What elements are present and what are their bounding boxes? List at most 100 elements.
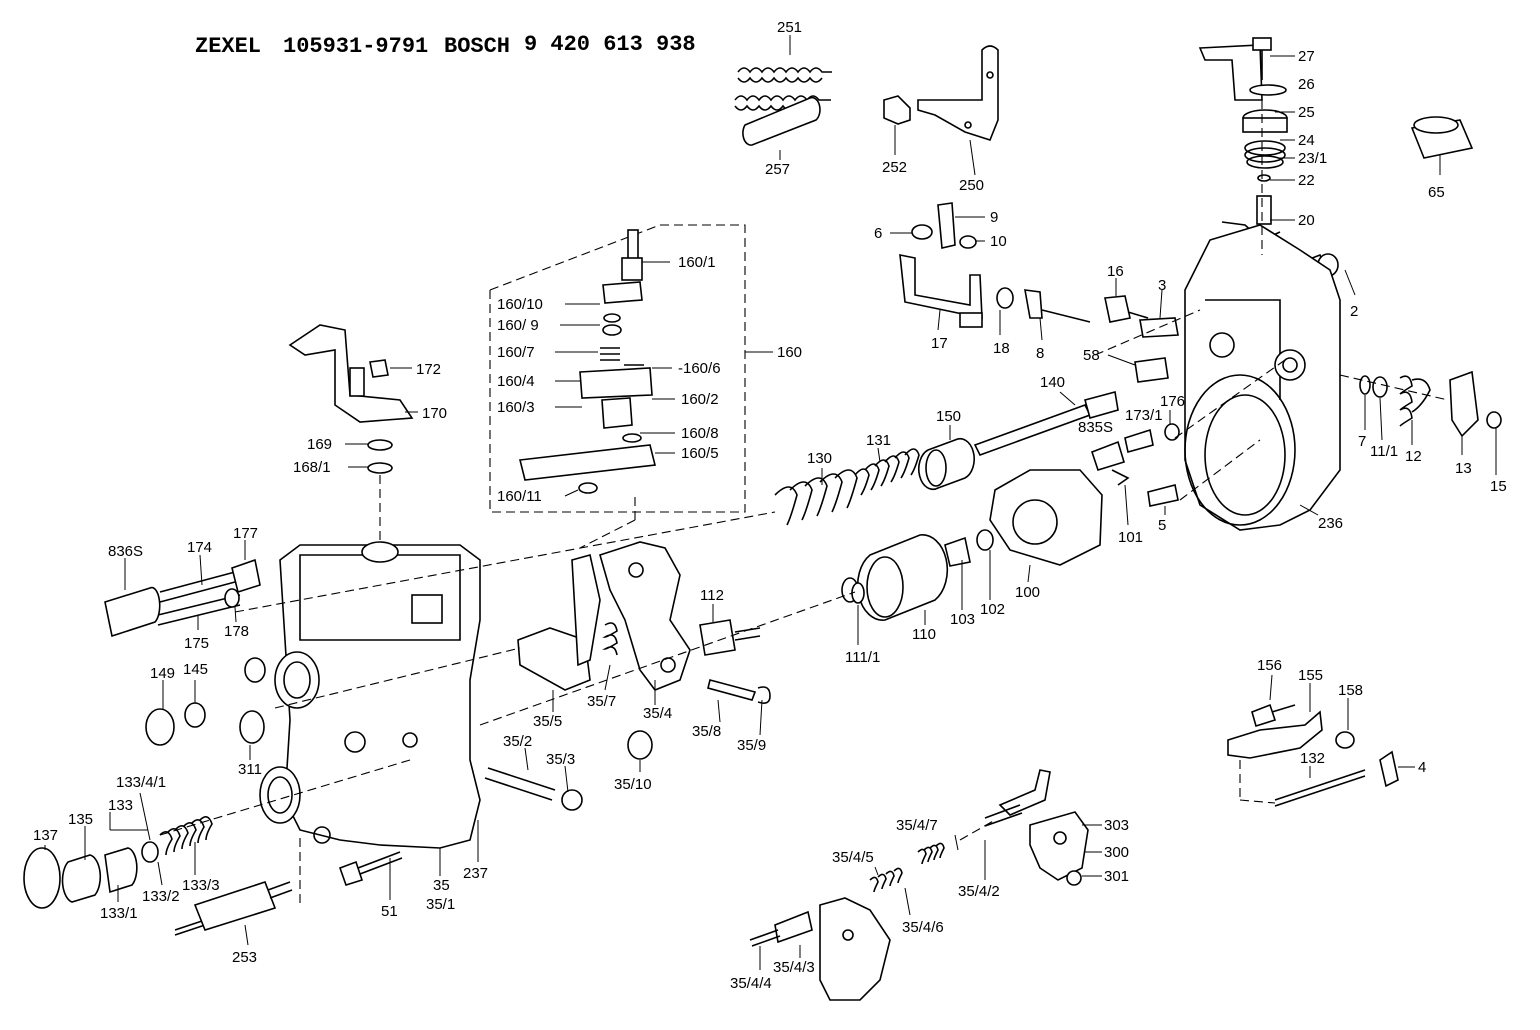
left-seals-drawing [145,657,266,746]
label-35-7: 35/7 [587,693,616,710]
label-27: 27 [1298,48,1315,65]
label-35-4-7: 35/4/7 [896,817,938,834]
label-301: 301 [1104,868,1129,885]
bracket-170-drawing [288,324,414,474]
label-35-4-6: 35/4/6 [902,919,944,936]
label-160-2: 160/2 [681,391,719,408]
label-110: 110 [912,626,936,643]
label-172: 172 [416,361,441,378]
linkage-35-4-drawing [749,769,1089,1001]
label-35-8: 35/8 [692,723,721,740]
label-13: 13 [1455,460,1472,477]
label-35-2: 35/2 [503,733,532,750]
label-111-1: 111/1 [845,649,880,666]
stud-253-drawing [174,851,403,936]
label-178: 178 [224,623,249,640]
label-170: 170 [422,405,447,422]
label-6: 6 [874,225,882,242]
part-labels: 251 257 252 250 27 26 25 24 23/1 22 20 6… [33,19,1507,992]
label-35-4-2: 35/4/2 [958,883,1000,900]
housing-236-drawing [1184,224,1341,531]
label-35-5: 35/5 [533,713,562,730]
housing-237-drawing [259,541,481,849]
label-158: 158 [1338,682,1363,699]
label-101: 101 [1118,529,1143,546]
label-133-4-1: 133/4/1 [116,774,166,791]
header-brand-zexel: ZEXEL [195,34,261,59]
label-2: 2 [1350,303,1358,320]
label-17: 17 [931,335,948,352]
right-small-parts-drawing [1359,370,1502,438]
header-brand-bosch: BOSCH [444,34,510,59]
label-100: 100 [1015,584,1040,601]
part-drawings [23,37,1502,1001]
label-133-2: 133/2 [142,888,180,905]
label-23-1: 23/1 [1298,150,1327,167]
label-22: 22 [1298,172,1315,189]
label-35-3: 35/3 [546,751,575,768]
label-149: 149 [150,665,175,682]
label-145: 145 [183,661,208,678]
label-251: 251 [777,19,802,36]
label-35-4: 35/4 [643,705,672,722]
label-35-4-5: 35/4/5 [832,849,874,866]
lever-group-drawing [899,202,1091,328]
label-35-1: 35/1 [426,896,455,913]
leader-lines [44,35,1497,970]
nut-65-drawing [1410,116,1474,159]
governor-160-box [489,224,746,513]
label-300: 300 [1104,844,1129,861]
label-9: 9 [990,209,998,226]
label-311: 311 [238,761,262,778]
label-133-1: 133/1 [100,905,138,922]
label-160-4: 160/4 [497,373,535,390]
left-top-bolts-drawing [104,558,261,638]
label-35-4-3: 35/4/3 [773,959,815,976]
cam-group-drawing [841,469,1103,621]
label-103: 103 [950,611,975,628]
label-156: 156 [1257,657,1282,674]
label-131: 131 [866,432,891,449]
label-160-9: 160/ 9 [497,317,539,334]
label-160-8: 160/8 [681,425,719,442]
adjuster-133-drawing [23,816,213,909]
label-177: 177 [233,525,258,542]
label-10: 10 [990,233,1007,250]
label-236: 236 [1318,515,1343,532]
label-133: 133 [108,797,133,814]
top-right-stack-drawing [1198,37,1288,241]
label-20: 20 [1298,212,1315,229]
label-175: 175 [184,635,209,652]
label-160-7: 160/7 [497,344,535,361]
bracket-250-drawing [917,45,999,141]
label-58: 58 [1083,347,1100,364]
label-51: 51 [381,903,398,920]
label-18: 18 [993,340,1010,357]
label-65: 65 [1428,184,1445,201]
label-8: 8 [1036,345,1044,362]
label-15: 15 [1490,478,1507,495]
label-24: 24 [1298,132,1315,149]
label-16: 16 [1107,263,1124,280]
label-160-3: 160/3 [497,399,535,416]
label-257: 257 [765,161,790,178]
lever-155-drawing [1227,703,1399,807]
sleeve-257-drawing [742,96,821,146]
label-160-1: 160/1 [678,254,716,271]
header-zexel-number: 105931-9791 [283,34,428,59]
label-135: 135 [68,811,93,828]
label-250: 250 [959,177,984,194]
label-35-9: 35/9 [737,737,766,754]
label-3: 3 [1158,277,1166,294]
label-4: 4 [1418,759,1426,776]
label-160-11: 160/11 [497,488,542,505]
label-12: 12 [1405,448,1422,465]
label-303: 303 [1104,817,1129,834]
header-bosch-number: 9 420 613 938 [524,32,696,57]
assembly-lines [159,100,1449,905]
label-835S: 835S [1078,419,1113,436]
label-26: 26 [1298,76,1315,93]
label-35-10: 35/10 [614,776,652,793]
misc-bolts-drawing [1090,423,1180,507]
